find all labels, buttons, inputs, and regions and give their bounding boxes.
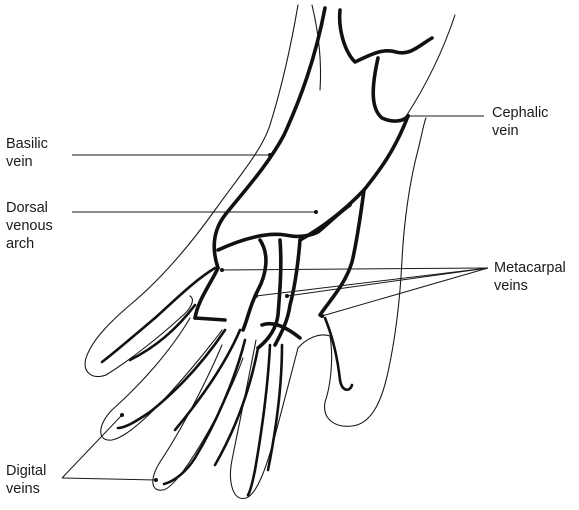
- metacarpal-veins-label: Metacarpal veins: [494, 259, 566, 295]
- digital-label-line-2: veins: [6, 480, 46, 498]
- basilic-vein: [214, 8, 325, 268]
- cephalic-label-line-2: vein: [492, 122, 548, 140]
- digital-veins-label: Digital veins: [6, 462, 46, 498]
- basilic-vein-label: Basilic vein: [6, 135, 48, 171]
- dorsal-label-line-1: Dorsal: [6, 199, 53, 217]
- forearm-left-edge: [85, 5, 298, 376]
- ring-finger-vein: [118, 330, 225, 428]
- metacarpal-vein-1: [195, 268, 218, 318]
- index-finger-vein: [248, 345, 270, 495]
- dorsal-label-line-3: arch: [6, 235, 53, 253]
- metacarpal-dot-3: [285, 294, 289, 298]
- metacarpal-dot-2: [254, 294, 258, 298]
- basilic-vein-branch: [340, 10, 432, 62]
- dorsal-label-line-2: venous: [6, 217, 53, 235]
- digital-dot-2: [154, 478, 158, 482]
- basilic-dot: [268, 153, 272, 157]
- metacarpal-leader-2: [287, 268, 488, 296]
- digital-dot-1: [120, 413, 124, 417]
- cephalic-vein-label: Cephalic vein: [492, 104, 548, 140]
- cephalic-label-line-1: Cephalic: [492, 104, 548, 122]
- thumb-vein: [325, 318, 352, 390]
- dorsal-dot: [314, 210, 318, 214]
- little-finger-connector: [195, 318, 225, 320]
- ring-finger-outline: [101, 318, 222, 440]
- digital-leader-2: [62, 478, 156, 480]
- basilic-vein-label-line-1: Basilic: [6, 135, 48, 153]
- metacarpal-label-line-1: Metacarpal: [494, 259, 566, 277]
- cephalic-dot: [406, 114, 410, 118]
- dorsal-venous-arch-label: Dorsal venous arch: [6, 199, 53, 253]
- metacarpal-dot-1: [220, 268, 224, 272]
- digital-label-line-1: Digital: [6, 462, 46, 480]
- digital-leader-1: [62, 415, 122, 478]
- forearm-right-edge: [405, 15, 455, 118]
- leader-endpoints: [120, 114, 410, 482]
- metacarpal-leader-4: [256, 268, 488, 296]
- metacarpal-leader-1: [222, 268, 488, 270]
- metacarpal-dot-4: [320, 314, 324, 318]
- veins: [102, 8, 432, 495]
- hand-outline: [85, 5, 455, 498]
- thumb-outline: [298, 118, 426, 426]
- dorsal-arch-loop: [243, 240, 266, 330]
- basilic-vein-label-line-2: vein: [6, 153, 48, 171]
- metacarpal-label-line-2: veins: [494, 277, 566, 295]
- middle-finger-vein: [164, 340, 245, 484]
